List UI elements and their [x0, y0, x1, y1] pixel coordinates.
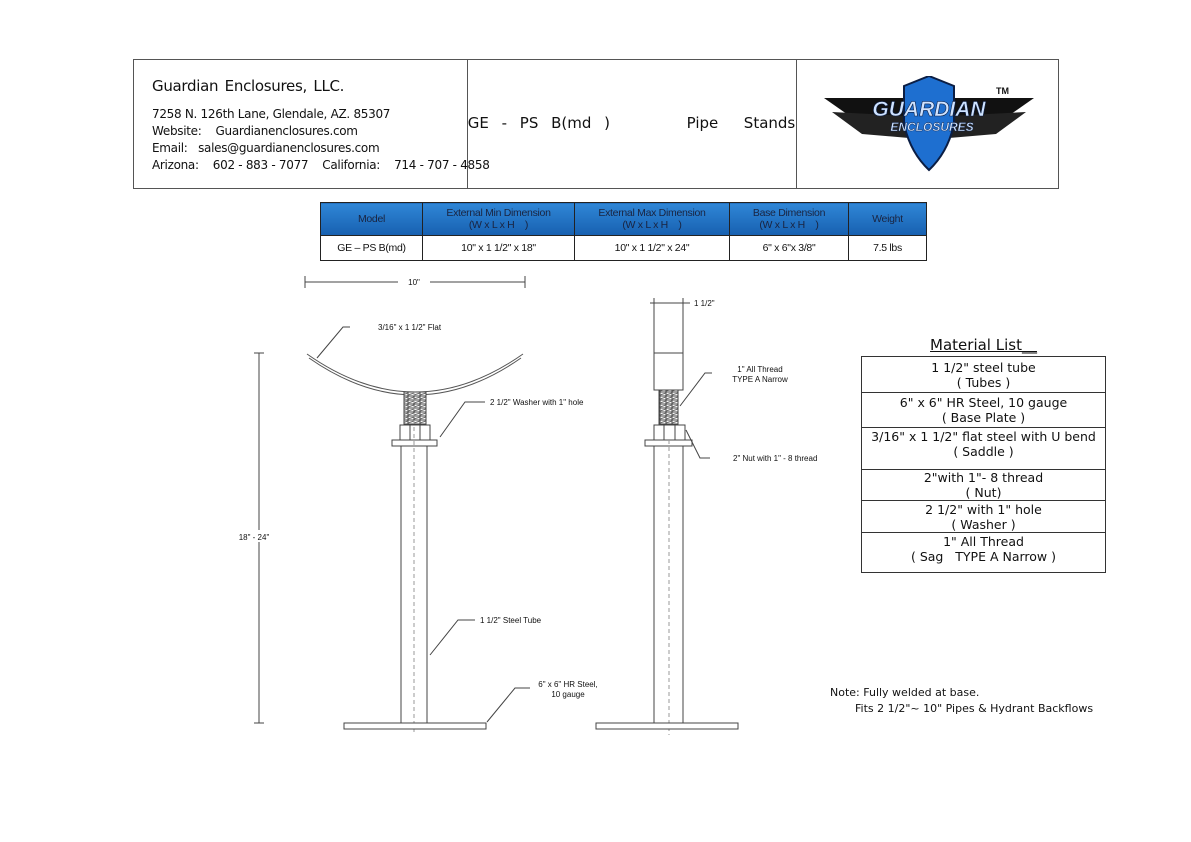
spec-cell: 6" x 6"x 3/8" — [729, 235, 849, 261]
company-address: 7258 N. 126th Lane, Glendale, AZ. 85307 — [152, 107, 391, 121]
saddle-label: 3/16" x 1 1/2" Flat — [378, 323, 442, 332]
tube-label: 1 1/2" Steel Tube — [480, 616, 542, 625]
spec-table: Model External Min Dimension(W x L x H )… — [320, 202, 927, 261]
note-line-1: Note: Fully welded at base. — [830, 686, 980, 699]
front-view: 10" 18" - 24" 3/16" x 1 1/2" Flat 2 1/2"… — [228, 276, 598, 735]
spec-header: Model — [320, 202, 423, 236]
material-list-title: Material List__ — [930, 336, 1037, 354]
material-row: 2 1/2" with 1" hole( Washer ) — [861, 500, 1106, 533]
material-list-table: 1 1/2" steel tube( Tubes ) 6" x 6" HR St… — [861, 356, 1106, 573]
nut-label: 2" Nut with 1" - 8 thread — [733, 454, 817, 463]
title-block: Guardian Enclosures, LLC. 7258 N. 126th … — [133, 59, 1059, 189]
spec-cell: 10" x 1 1/2" x 18" — [422, 235, 575, 261]
base-label-2: 10 gauge — [551, 690, 585, 699]
material-row: 1" All Thread( Sag TYPE A Narrow ) — [861, 532, 1106, 573]
company-phones: Arizona: 602 - 883 - 7077 California: 71… — [152, 158, 490, 172]
thread-label-1: 1" All Thread — [737, 365, 782, 374]
spec-cell: 7.5 lbs — [848, 235, 927, 261]
spec-header: External Min Dimension(W x L x H ) — [422, 202, 575, 236]
height-dimension: 18" - 24" — [239, 533, 270, 542]
company-email: Email: sales@guardianenclosures.com — [152, 141, 380, 155]
spec-header: External Max Dimension(W x L x H ) — [574, 202, 730, 236]
guardian-logo: GUARDIAN ENCLOSURES TM — [824, 76, 1034, 172]
spec-cell: GE – PS B(md) — [320, 235, 423, 261]
material-row: 6" x 6" HR Steel, 10 gauge( Base Plate ) — [861, 392, 1106, 428]
spec-header: Base Dimension(W x L x H ) — [729, 202, 849, 236]
base-label-1: 6" x 6" HR Steel, — [538, 680, 597, 689]
material-row: 2"with 1"- 8 thread( Nut) — [861, 469, 1106, 501]
logo-tm: TM — [996, 86, 1009, 96]
logo-text-2: ENCLOSURES — [890, 120, 973, 134]
company-website: Website: Guardianenclosures.com — [152, 124, 358, 138]
logo-text-1: GUARDIAN — [872, 98, 986, 121]
spec-header: Weight — [848, 202, 927, 236]
divider — [796, 60, 797, 188]
spec-header-row: Model External Min Dimension(W x L x H )… — [320, 202, 927, 236]
spec-row: GE – PS B(md) 10" x 1 1/2" x 18" 10" x 1… — [320, 235, 927, 261]
divider — [467, 60, 468, 188]
width-dimension: 10" — [408, 278, 420, 287]
note-line-2: Fits 2 1/2"~ 10" Pipes & Hydrant Backflo… — [855, 702, 1094, 715]
spec-cell: 10" x 1 1/2" x 24" — [574, 235, 730, 261]
side-view: 1 1/2" 1" All Thread TYPE A Narrow 2" Nu… — [595, 298, 817, 735]
washer-label: 2 1/2" Washer with 1" hole — [490, 398, 584, 407]
company-name: Guardian Enclosures, LLC. — [152, 77, 345, 95]
side-width-dimension: 1 1/2" — [694, 299, 715, 308]
material-row: 3/16" x 1 1/2" flat steel with U bend( S… — [861, 427, 1106, 470]
thread-label-2: TYPE A Narrow — [732, 375, 788, 384]
material-row: 1 1/2" steel tube( Tubes ) — [861, 356, 1106, 393]
drawing-title: GE - PS B(md ) Pipe Stands — [467, 114, 796, 132]
